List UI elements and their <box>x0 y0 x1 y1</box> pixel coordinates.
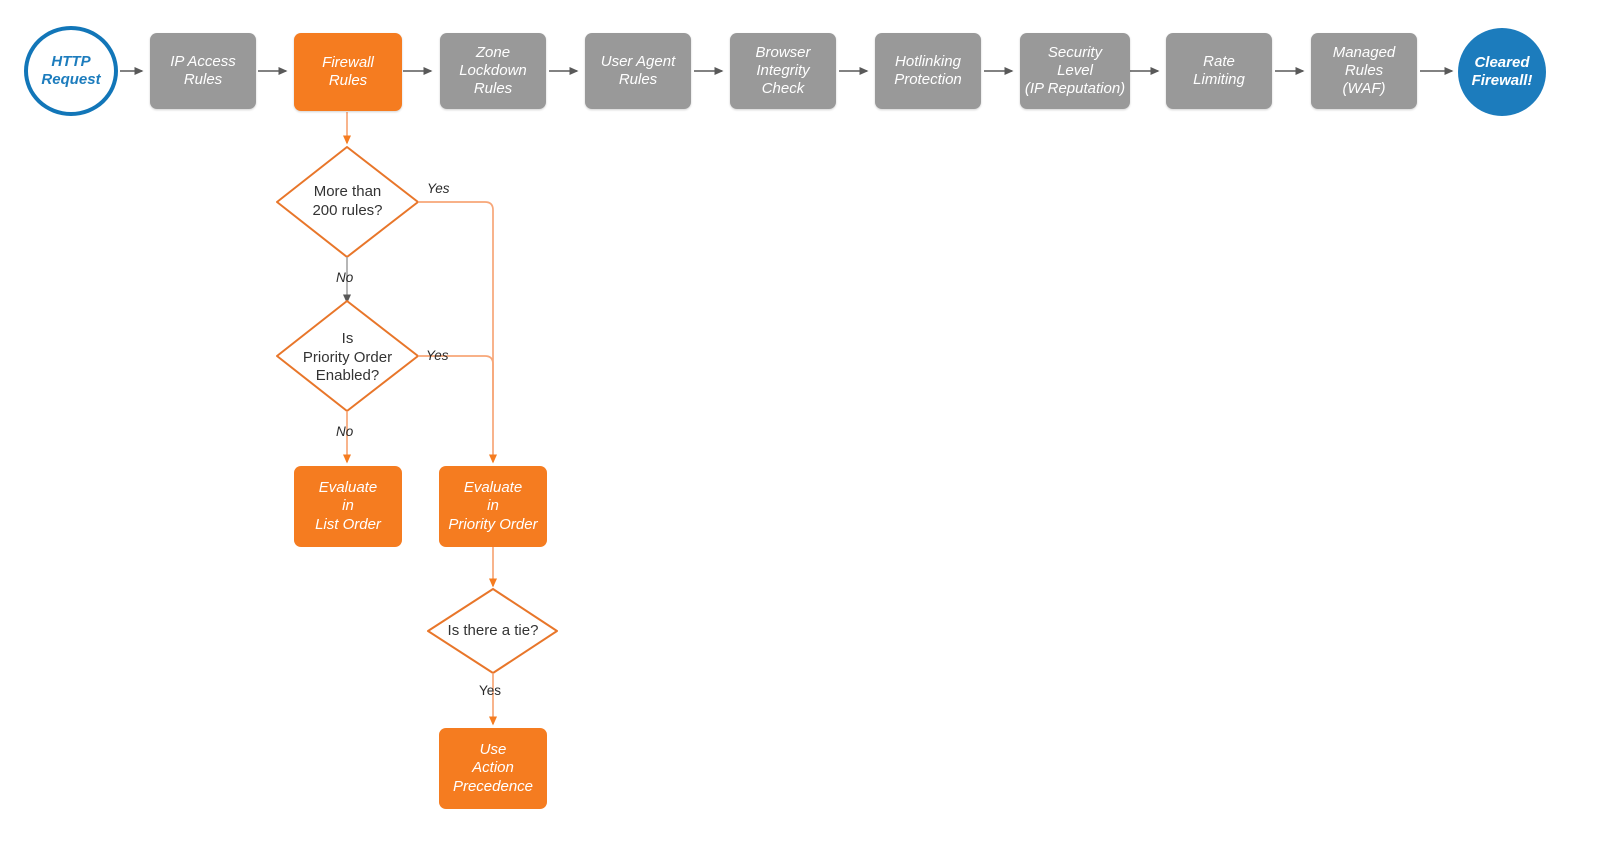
decision-priority-order-enabled-label: Is Priority Order Enabled? <box>302 329 393 385</box>
edge-decision1-yes <box>418 201 497 464</box>
node-zone-lockdown-rules-label: Zone Lockdown Rules <box>459 43 527 98</box>
node-managed-rules-waf[interactable]: Managed Rules (WAF) <box>1311 33 1417 109</box>
node-user-agent-rules[interactable]: User Agent Rules <box>585 33 691 109</box>
node-firewall-rules[interactable]: Firewall Rules <box>294 33 402 111</box>
decision-is-there-a-tie-label: Is there a tie? <box>447 621 539 639</box>
edge-label-tie-yes: Yes <box>479 683 502 698</box>
node-ip-access-rules-label: IP Access Rules <box>170 52 236 88</box>
node-user-agent-rules-label: User Agent Rules <box>600 52 676 88</box>
node-http-request[interactable]: HTTP Request <box>24 26 118 116</box>
node-browser-integrity-check-label: Browser Integrity Check <box>755 43 811 98</box>
edge-label-more-than-200-yes: Yes <box>427 181 450 196</box>
node-hotlinking-protection[interactable]: Hotlinking Protection <box>875 33 981 109</box>
node-ip-access-rules[interactable]: IP Access Rules <box>150 33 256 109</box>
edge-label-priority-order-yes: Yes <box>426 348 449 363</box>
node-browser-integrity-check[interactable]: Browser Integrity Check <box>730 33 836 109</box>
node-firewall-rules-label: Firewall Rules <box>322 53 374 89</box>
edge-decision2-yes <box>418 355 494 400</box>
decision-priority-order-enabled-label-wrap: Is Priority Order Enabled? <box>272 327 423 389</box>
node-use-action-precedence-label: Use Action Precedence <box>452 741 534 795</box>
decision-more-than-200-rules-label: More than 200 rules? <box>312 183 383 219</box>
node-use-action-precedence[interactable]: Use Action Precedence <box>439 728 547 809</box>
decision-is-there-a-tie-label-wrap: Is there a tie? <box>420 617 566 645</box>
node-http-request-label: HTTP Request <box>41 52 101 88</box>
node-cleared-firewall[interactable]: Cleared Firewall! <box>1458 28 1546 116</box>
node-evaluate-list-order-label: Evaluate in List Order <box>315 479 381 533</box>
node-security-level[interactable]: Security Level (IP Reputation) <box>1020 33 1130 109</box>
node-hotlinking-protection-label: Hotlinking Protection <box>894 52 962 88</box>
decision-more-than-200-rules-label-wrap: More than 200 rules? <box>277 172 418 232</box>
edge-label-priority-order-no: No <box>336 424 354 439</box>
edge-label-more-than-200-no: No <box>336 270 354 285</box>
node-security-level-label: Security Level (IP Reputation) <box>1024 43 1126 98</box>
node-evaluate-priority-order[interactable]: Evaluate in Priority Order <box>439 466 547 547</box>
node-managed-rules-waf-label: Managed Rules (WAF) <box>1332 43 1396 98</box>
node-rate-limiting-label: Rate Limiting <box>1193 52 1245 88</box>
node-cleared-firewall-label: Cleared Firewall! <box>1471 53 1533 89</box>
node-evaluate-list-order[interactable]: Evaluate in List Order <box>294 466 402 547</box>
node-rate-limiting[interactable]: Rate Limiting <box>1166 33 1272 109</box>
node-zone-lockdown-rules[interactable]: Zone Lockdown Rules <box>440 33 546 109</box>
node-evaluate-priority-order-label: Evaluate in Priority Order <box>448 479 538 533</box>
